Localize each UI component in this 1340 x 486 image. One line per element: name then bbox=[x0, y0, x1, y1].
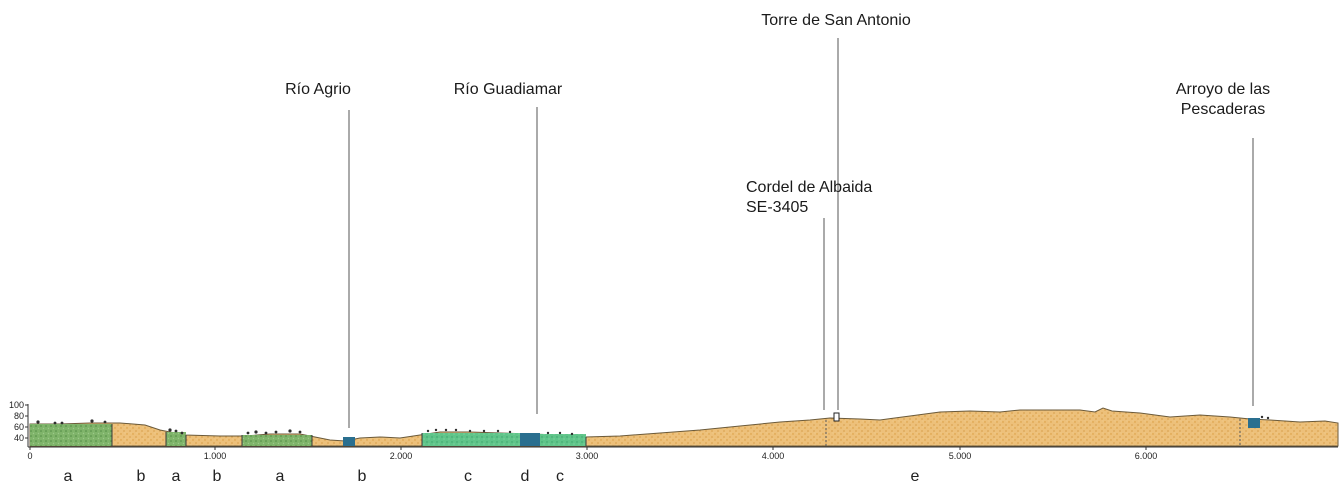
axes bbox=[25, 404, 1338, 450]
x-tick-4000: 4.000 bbox=[761, 451, 785, 461]
x-tick-2000: 2.000 bbox=[389, 451, 413, 461]
label-arroyo-pescaderas: Arroyo de las Pescaderas bbox=[1176, 80, 1270, 120]
label-arroyo-line2: Pescaderas bbox=[1180, 101, 1266, 118]
x-tick-0: 0 bbox=[27, 451, 33, 461]
zone-c-green-1 bbox=[422, 433, 520, 446]
label-torre-san-antonio: Torre de San Antonio bbox=[761, 12, 911, 29]
channel-rio-guadiamar bbox=[520, 433, 540, 446]
y-tick-80: 80 bbox=[13, 411, 24, 421]
x-tick-1000: 1.000 bbox=[203, 451, 227, 461]
label-rio-agrio: Río Agrio bbox=[285, 81, 351, 98]
zone-label: a bbox=[275, 468, 285, 485]
terrain-body bbox=[29, 407, 1339, 447]
channel-rio-agrio bbox=[343, 437, 355, 446]
zone-label: c bbox=[464, 468, 472, 485]
label-arroyo-line1: Arroyo de las bbox=[1175, 81, 1271, 98]
x-tick-6000: 6.000 bbox=[1134, 451, 1158, 461]
tree-markers bbox=[36, 415, 1270, 436]
label-cordel-de-albaida: Cordel de Albaida SE-3405 bbox=[746, 178, 872, 218]
label-cordel-line2: SE-3405 bbox=[746, 199, 809, 216]
zone-label: a bbox=[63, 468, 73, 485]
zone-a-green-2 bbox=[166, 432, 186, 446]
zone-label: e bbox=[910, 468, 920, 485]
label-rio-guadiamar: Río Guadiamar bbox=[453, 81, 563, 98]
zone-label: d bbox=[520, 468, 530, 485]
zone-label: a bbox=[171, 468, 181, 485]
zone-label: b bbox=[212, 468, 222, 485]
y-tick-40: 40 bbox=[13, 433, 24, 443]
zone-a-green-3 bbox=[242, 435, 312, 446]
x-tick-5000: 5.000 bbox=[948, 451, 972, 461]
zone-label: b bbox=[136, 468, 146, 485]
label-cordel-line1: Cordel de Albaida bbox=[746, 179, 873, 196]
x-tick-3000: 3.000 bbox=[575, 451, 599, 461]
leader-lines bbox=[348, 38, 1254, 428]
zone-c-green-2 bbox=[540, 434, 586, 446]
zone-label: c bbox=[556, 468, 564, 485]
zone-a-green-1 bbox=[30, 424, 112, 446]
zone-separators bbox=[111, 424, 587, 446]
torre-structure bbox=[833, 412, 840, 422]
zone-label: b bbox=[357, 468, 367, 485]
channel-arroyo bbox=[1248, 418, 1260, 428]
y-tick-60: 60 bbox=[13, 422, 24, 432]
y-tick-100: 100 bbox=[8, 400, 24, 410]
